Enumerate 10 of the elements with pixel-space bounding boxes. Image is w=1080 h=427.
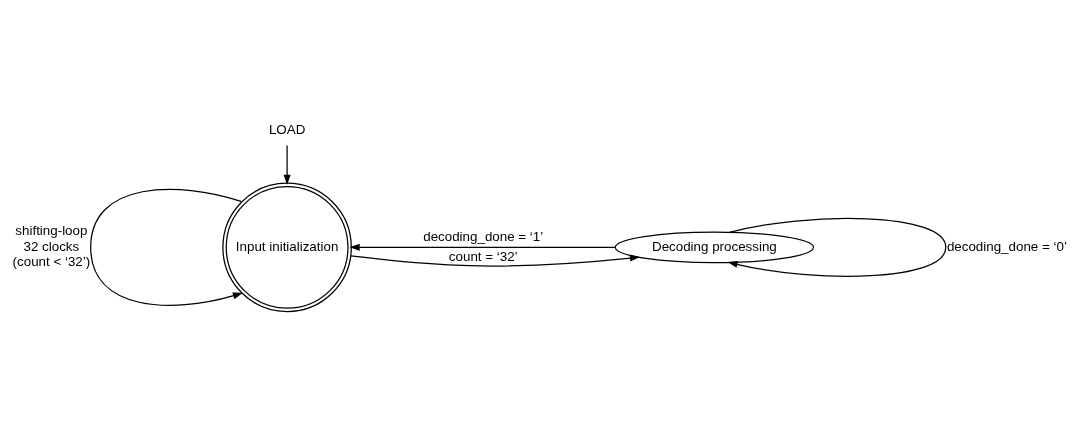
edge-label: count = ‘32’ [448,248,518,264]
arrow [349,243,616,251]
arrow [727,217,947,277]
edge-label: decoding_done = ‘1’ [423,228,544,244]
node-text: LOAD [268,121,306,137]
arrow [90,188,243,306]
arrow [283,144,291,185]
edge-label: shifting-loop 32 clocks (count < ‘32’) [12,223,91,269]
edge-label: decoding_done = ‘0’ [946,238,1067,254]
arrow [350,254,640,267]
